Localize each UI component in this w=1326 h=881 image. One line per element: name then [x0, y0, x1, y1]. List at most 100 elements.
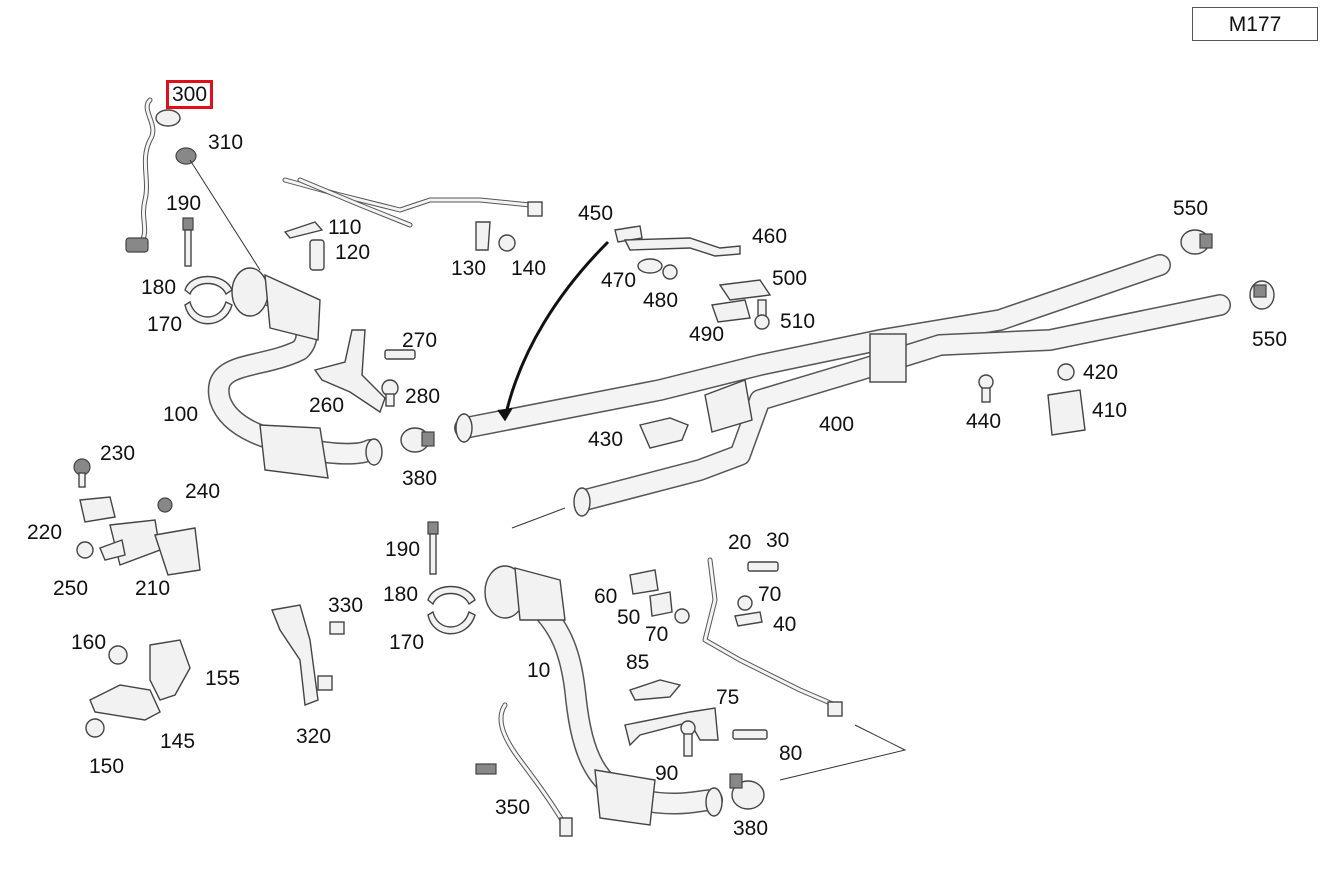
bolt-280[interactable] [381, 379, 399, 407]
harness-20[interactable] [702, 557, 843, 717]
bolt-150[interactable] [85, 718, 105, 738]
bolt-270[interactable] [384, 349, 416, 360]
bracket-50[interactable] [649, 591, 673, 617]
part-label-220[interactable]: 220 [27, 521, 63, 544]
part-label-100[interactable]: 100 [163, 403, 199, 426]
oxygen-sensor-300[interactable] [125, 97, 181, 253]
part-label-270[interactable]: 270 [402, 329, 438, 352]
clamp-170-lower[interactable] [427, 610, 476, 635]
part-label-500[interactable]: 500 [772, 267, 808, 290]
heat-shield-320[interactable] [271, 604, 333, 706]
part-label-60[interactable]: 60 [594, 585, 618, 608]
part-label-155[interactable]: 155 [205, 667, 241, 690]
nut-70[interactable] [674, 595, 753, 624]
clamp-380-lower[interactable] [729, 773, 765, 810]
bracket-500[interactable] [718, 279, 772, 301]
part-label-170-lower[interactable]: 170 [389, 631, 425, 654]
pressure-sensor-210[interactable] [99, 519, 201, 576]
part-label-430[interactable]: 430 [588, 428, 624, 451]
part-label-310[interactable]: 310 [208, 131, 244, 154]
bracket-85[interactable] [629, 679, 682, 701]
part-label-350[interactable]: 350 [495, 796, 531, 819]
bolt-80[interactable] [732, 729, 768, 740]
part-label-20[interactable]: 20 [728, 531, 752, 554]
part-label-550-lower[interactable]: 550 [1252, 328, 1288, 351]
clip-120[interactable] [309, 239, 325, 271]
part-label-260[interactable]: 260 [309, 394, 345, 417]
bolt-190-lower[interactable] [427, 521, 439, 575]
part-label-240[interactable]: 240 [185, 480, 221, 503]
part-label-30[interactable]: 30 [766, 529, 790, 552]
part-label-75[interactable]: 75 [716, 686, 740, 709]
part-label-40[interactable]: 40 [773, 613, 797, 636]
nut-140[interactable] [498, 234, 516, 252]
bracket-60[interactable] [629, 569, 659, 595]
part-label-70[interactable]: 70 [645, 623, 669, 646]
screw-240[interactable] [157, 497, 173, 513]
hanger-410[interactable] [1047, 389, 1086, 436]
bolt-90[interactable] [680, 720, 696, 757]
part-label-170[interactable]: 170 [147, 313, 183, 336]
part-label-480[interactable]: 480 [643, 289, 679, 312]
part-label-150[interactable]: 150 [89, 755, 125, 778]
bolt-440[interactable] [978, 374, 994, 403]
sensor-430[interactable] [639, 417, 689, 449]
part-label-90[interactable]: 90 [655, 762, 679, 785]
part-label-80[interactable]: 80 [779, 742, 803, 765]
part-label-380[interactable]: 380 [402, 467, 438, 490]
sensor-220[interactable] [79, 496, 116, 523]
part-label-250[interactable]: 250 [53, 577, 89, 600]
bolt-230[interactable] [73, 458, 91, 488]
wiring-harness-110[interactable] [282, 177, 543, 239]
exhaust-pipe-400[interactable] [454, 254, 1231, 517]
catalytic-converter-100[interactable] [207, 267, 383, 479]
clamp-170-upper[interactable] [184, 300, 233, 325]
part-label-110[interactable]: 110 [328, 216, 362, 239]
nut-480[interactable] [662, 264, 678, 280]
clamp-180-lower[interactable] [427, 585, 476, 606]
bolt-510[interactable] [754, 299, 770, 330]
grommet-310[interactable] [175, 147, 197, 165]
part-label-280[interactable]: 280 [405, 385, 441, 408]
hose-clamp-250[interactable] [76, 541, 94, 559]
part-label-140[interactable]: 140 [511, 257, 547, 280]
hanger-460[interactable] [623, 237, 741, 257]
part-label-380-lower[interactable]: 380 [733, 817, 769, 840]
part-label-510[interactable]: 510 [780, 310, 816, 333]
part-label-50[interactable]: 50 [617, 606, 641, 629]
bolt-190-upper[interactable] [182, 217, 194, 267]
bracket-450[interactable] [614, 225, 643, 243]
bolt-160[interactable] [108, 645, 128, 665]
sensor-350[interactable] [475, 702, 573, 837]
bracket-260[interactable] [313, 329, 386, 414]
part-label-330[interactable]: 330 [328, 594, 364, 617]
part-label-320[interactable]: 320 [296, 725, 332, 748]
part-label-410[interactable]: 410 [1092, 399, 1128, 422]
part-label-190-lower[interactable]: 190 [385, 538, 421, 561]
nut-420[interactable] [1057, 363, 1075, 381]
catalytic-converter-10[interactable] [484, 565, 723, 826]
part-label-400[interactable]: 400 [819, 413, 855, 436]
part-label-490[interactable]: 490 [689, 323, 725, 346]
part-label-230[interactable]: 230 [100, 442, 136, 465]
bracket-145[interactable] [89, 684, 161, 721]
part-label-130[interactable]: 130 [451, 257, 487, 280]
bracket-130[interactable] [475, 221, 491, 251]
bolt-30[interactable] [747, 561, 779, 572]
part-label-190[interactable]: 190 [166, 192, 202, 215]
part-label-420[interactable]: 420 [1083, 361, 1119, 384]
clip-330[interactable] [329, 621, 345, 635]
part-label-210[interactable]: 210 [135, 577, 171, 600]
part-label-85[interactable]: 85 [626, 651, 650, 674]
part-label-145[interactable]: 145 [160, 730, 196, 753]
bracket-155[interactable] [149, 639, 191, 701]
part-label-450[interactable]: 450 [578, 202, 614, 225]
clamp-550-upper[interactable] [1180, 229, 1213, 255]
part-label-180[interactable]: 180 [141, 276, 177, 299]
bracket-75[interactable] [624, 707, 719, 747]
clamp-180-upper[interactable] [184, 275, 233, 296]
clamp-380-upper[interactable] [400, 427, 435, 453]
clamp-550-lower[interactable] [1249, 280, 1275, 310]
part-label-470[interactable]: 470 [601, 269, 637, 292]
part-label-300[interactable]: 300 [165, 80, 214, 109]
